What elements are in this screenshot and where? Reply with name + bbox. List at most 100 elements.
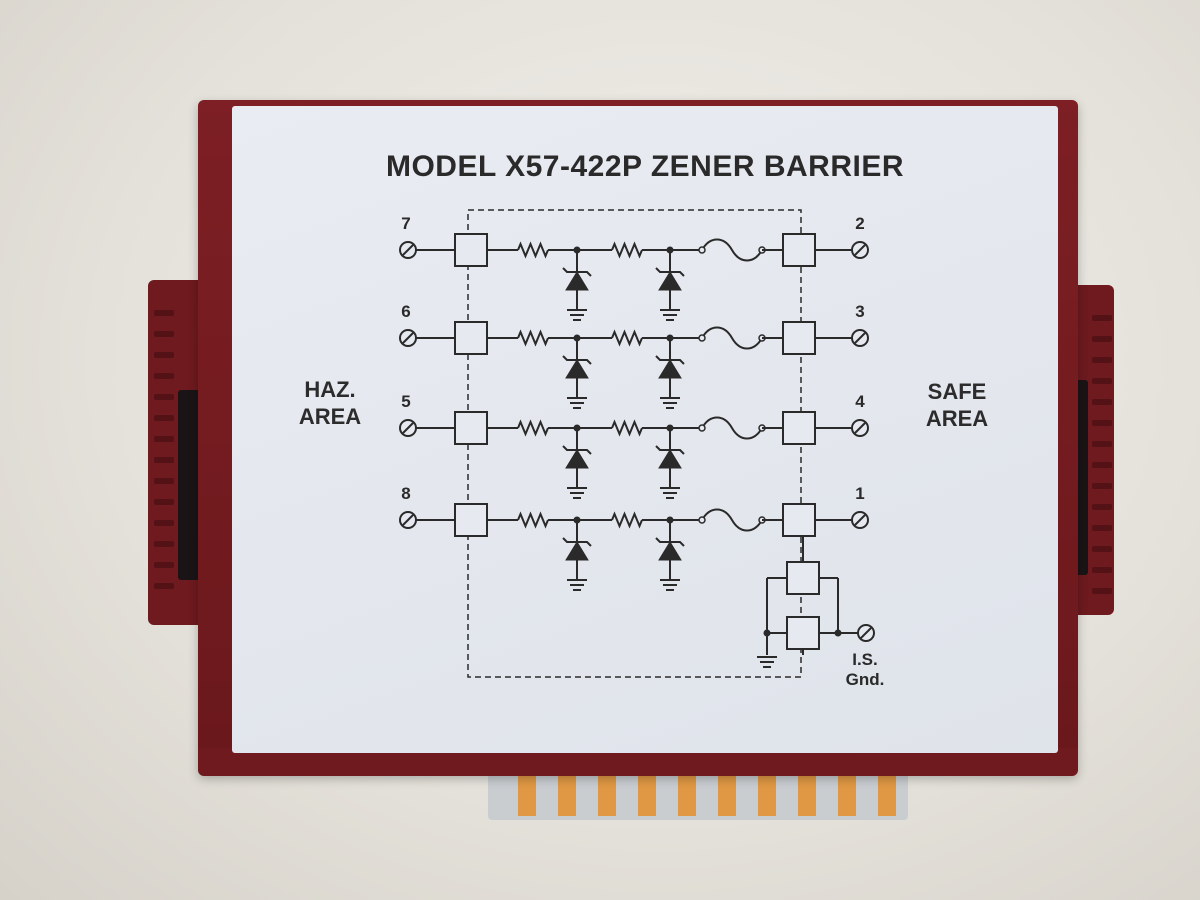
fuse-symbol	[701, 416, 763, 440]
zener-diode-icon	[658, 541, 682, 561]
haz-terminal-5-slash	[402, 422, 414, 434]
connection-block	[782, 411, 816, 445]
edge-pad	[678, 772, 696, 816]
clip-ridge	[1092, 315, 1112, 321]
clip-ridge	[154, 331, 174, 337]
is-gnd-line-1: I.S.	[852, 650, 878, 669]
connection-block	[782, 503, 816, 537]
clip-ridge	[154, 373, 174, 379]
clip-ridge	[1092, 420, 1112, 426]
connection-block	[782, 321, 816, 355]
clip-ridge	[1092, 525, 1112, 531]
clip-ridge	[154, 415, 174, 421]
haz-area-line-2: AREA	[298, 404, 362, 429]
is-gnd-line-2: Gnd.	[845, 670, 885, 689]
clip-ridge	[154, 394, 174, 400]
left-clip-slot	[178, 390, 200, 580]
clip-ridge	[1092, 378, 1112, 384]
zener-diode-icon	[565, 541, 589, 561]
resistor-symbol	[611, 511, 643, 529]
safe-area-line-1: SAFE	[927, 379, 987, 404]
safe-terminal-3-slash	[854, 332, 866, 344]
haz-terminal-8-slash	[402, 514, 414, 526]
clip-ridge	[1092, 567, 1112, 573]
resistor-symbol	[517, 329, 549, 347]
barrier-enclosure-outline	[467, 209, 802, 678]
is-ground-label: I.S. Gnd.	[830, 650, 900, 690]
edge-connector-board	[488, 772, 908, 820]
edge-pad	[718, 772, 736, 816]
safe-area-label: SAFE AREA	[902, 378, 1012, 432]
haz-terminal-6-slash	[402, 332, 414, 344]
clip-ridge	[154, 457, 174, 463]
is-ground-terminal-slash	[860, 627, 872, 639]
edge-pad	[638, 772, 656, 816]
zener-diode-icon	[658, 359, 682, 379]
connection-block	[454, 233, 488, 267]
clip-ridge	[154, 352, 174, 358]
fuse-end	[698, 424, 706, 432]
junction-dot	[834, 629, 842, 637]
clip-ridge	[1092, 504, 1112, 510]
clip-ridge	[154, 541, 174, 547]
resistor-symbol	[517, 241, 549, 259]
zener-diode-icon	[565, 271, 589, 291]
clip-ridge	[154, 583, 174, 589]
clip-ridge	[154, 562, 174, 568]
fuse-end	[698, 334, 706, 342]
connection-block	[454, 503, 488, 537]
haz-area-line-1: HAZ.	[304, 377, 356, 402]
fuse-symbol	[701, 508, 763, 532]
haz-terminal-7-slash	[402, 244, 414, 256]
edge-pad	[558, 772, 576, 816]
fuse-symbol	[701, 326, 763, 350]
clip-ridge	[154, 310, 174, 316]
safe-terminal-number: 3	[855, 302, 865, 321]
clip-ridge	[1092, 336, 1112, 342]
zener-diode-icon	[658, 271, 682, 291]
hazardous-area-label: HAZ. AREA	[275, 376, 385, 430]
edge-pad	[838, 772, 856, 816]
haz-terminal-number: 8	[401, 484, 411, 503]
connection-block	[454, 321, 488, 355]
haz-terminal-number: 5	[401, 392, 411, 411]
edge-pad	[878, 772, 896, 816]
zener-diode-icon	[658, 449, 682, 469]
clip-ridge	[1092, 588, 1112, 594]
zener-diode-icon	[565, 359, 589, 379]
fuse-symbol	[701, 238, 763, 262]
fuse-end	[698, 246, 706, 254]
connection-block	[454, 411, 488, 445]
edge-pad	[758, 772, 776, 816]
connection-block	[782, 233, 816, 267]
ground-block	[786, 561, 820, 595]
resistor-symbol	[517, 419, 549, 437]
safe-terminal-2-slash	[854, 244, 866, 256]
clip-ridge	[1092, 399, 1112, 405]
junction-dot	[763, 629, 771, 637]
clip-ridge	[1092, 357, 1112, 363]
fuse-end	[698, 516, 706, 524]
model-title: MODEL X57-422P ZENER BARRIER	[385, 150, 905, 183]
haz-terminal-number: 6	[401, 302, 411, 321]
safe-terminal-1-slash	[854, 514, 866, 526]
resistor-symbol	[517, 511, 549, 529]
zener-diode-icon	[565, 449, 589, 469]
edge-pad	[518, 772, 536, 816]
safe-terminal-number: 2	[855, 214, 865, 233]
clip-ridge	[1092, 441, 1112, 447]
edge-pad	[798, 772, 816, 816]
ground-block	[786, 616, 820, 650]
haz-terminal-number: 7	[401, 214, 411, 233]
clip-ridge	[154, 499, 174, 505]
safe-area-line-2: AREA	[925, 406, 989, 431]
clip-ridge	[154, 478, 174, 484]
clip-ridge	[1092, 483, 1112, 489]
clip-ridge	[1092, 462, 1112, 468]
clip-ridge	[154, 436, 174, 442]
resistor-symbol	[611, 329, 643, 347]
schematic-label-plate	[232, 106, 1058, 753]
safe-terminal-number: 4	[855, 392, 865, 411]
clip-ridge	[154, 520, 174, 526]
